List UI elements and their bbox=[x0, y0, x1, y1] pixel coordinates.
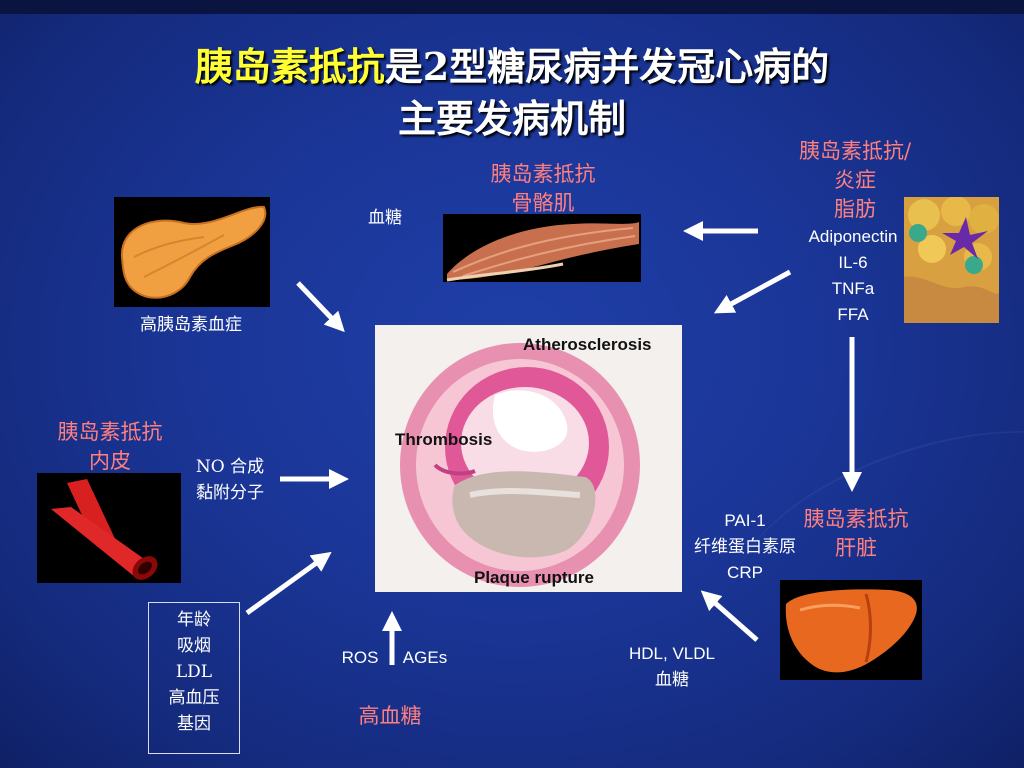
liver-input: 血糖 bbox=[655, 670, 689, 690]
endothelium-label-line2: 内皮 bbox=[89, 449, 131, 473]
label-thrombosis: Thrombosis bbox=[395, 430, 493, 449]
liver-image bbox=[780, 580, 922, 680]
label-plaque-rupture: Plaque rupture bbox=[474, 568, 594, 587]
fat-cell-image bbox=[904, 197, 999, 323]
liver-input: HDL, VLDL bbox=[629, 644, 715, 663]
pancreas-image bbox=[114, 197, 270, 307]
risk-factor-box: 年龄 吸烟 LDL 高血压 基因 bbox=[148, 602, 240, 754]
muscle-label-line1: 胰岛素抵抗 bbox=[490, 162, 596, 186]
fat-cell-illustration bbox=[904, 197, 999, 323]
glucose-factor-ros: ROS bbox=[341, 648, 379, 667]
liver-factor: 纤维蛋白素原 bbox=[694, 537, 796, 557]
blood-vessel-illustration bbox=[51, 479, 158, 580]
endothelium-factor-adhesion: 黏附分子 bbox=[196, 483, 264, 503]
liver-factor: CRP bbox=[727, 563, 763, 582]
pancreas-illustration bbox=[120, 205, 267, 299]
fat-factor-list: Adiponectin IL-6 TNFa FFA bbox=[798, 224, 908, 328]
artery-image: Atherosclerosis Thrombosis Plaque ruptur… bbox=[375, 325, 682, 592]
liver-factor-list: PAI-1 纤维蛋白素原 CRP bbox=[690, 508, 800, 586]
fat-label-line3: 脂肪 bbox=[834, 197, 876, 221]
top-band bbox=[0, 0, 1024, 14]
muscle-illustration bbox=[446, 222, 639, 282]
title-highlight: 胰岛素抵抗 bbox=[194, 44, 385, 89]
label-atherosclerosis: Atherosclerosis bbox=[523, 335, 652, 354]
liver-input-list: HDL, VLDL 血糖 bbox=[612, 641, 732, 693]
pancreas-caption: 高胰岛素血症 bbox=[140, 315, 242, 335]
risk-factor: 年龄 bbox=[177, 610, 211, 630]
arrow-fat-to-artery bbox=[713, 269, 792, 314]
fat-factor: IL-6 bbox=[838, 253, 868, 272]
endothelium-factor-no: NO 合成 bbox=[195, 457, 265, 477]
blood-vessel-image bbox=[37, 473, 181, 583]
arrow-pancreas-to-artery bbox=[296, 281, 345, 333]
risk-factor: 吸烟 bbox=[177, 636, 211, 656]
risk-factor: LDL bbox=[175, 662, 213, 682]
fat-factor: TNFa bbox=[831, 279, 875, 298]
fat-label-line1: 胰岛素抵抗/ bbox=[798, 139, 912, 163]
endothelium-label-line1: 胰岛素抵抗 bbox=[57, 420, 163, 444]
fat-factor: FFA bbox=[837, 305, 869, 324]
risk-factor: 基因 bbox=[177, 714, 211, 734]
fat-factor: Adiponectin bbox=[808, 227, 898, 246]
muscle-image bbox=[443, 214, 641, 282]
liver-label-line1: 胰岛素抵抗 bbox=[803, 507, 909, 531]
glucose-factor-ages: AGEs bbox=[402, 648, 448, 667]
glucose-label: 高血糖 bbox=[358, 704, 422, 728]
arrow-risk-to-artery bbox=[245, 551, 332, 616]
liver-label-line2: 肝脏 bbox=[835, 536, 877, 560]
slide-title-line1: 胰岛素抵抗是2型糖尿病并发冠心病的 bbox=[0, 42, 1024, 92]
muscle-factor-glucose: 血糖 bbox=[368, 208, 402, 228]
liver-factor: PAI-1 bbox=[724, 511, 766, 530]
title-rest: 是2型糖尿病并发冠心病的 bbox=[384, 44, 830, 89]
artery-cross-section bbox=[400, 343, 640, 587]
liver-illustration bbox=[785, 589, 917, 673]
fat-label-line2: 炎症 bbox=[834, 168, 876, 192]
muscle-label-line2: 骨骼肌 bbox=[511, 191, 575, 215]
arrow-liver-to-artery bbox=[700, 590, 759, 642]
slide-title-line2: 主要发病机制 bbox=[397, 96, 626, 141]
risk-factor: 高血压 bbox=[168, 688, 220, 708]
